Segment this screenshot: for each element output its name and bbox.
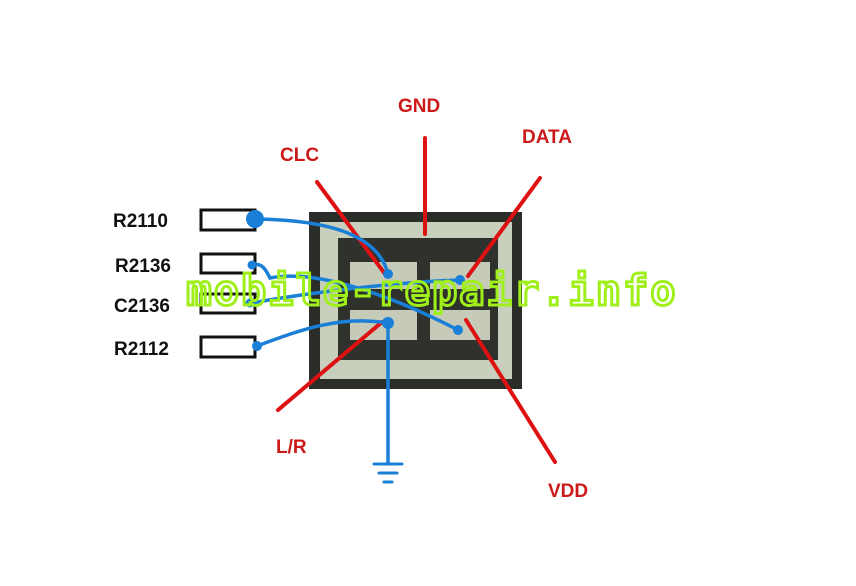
dot-r2112 (252, 341, 262, 351)
lr-label: L/R (276, 437, 307, 458)
dot-c2136 (245, 298, 255, 308)
clc-label: CLC (280, 145, 319, 166)
trace-dots (245, 210, 465, 351)
trace-c2136-data (250, 278, 462, 305)
data-label: DATA (522, 127, 572, 148)
chip-package (309, 212, 522, 389)
dot-r2110 (246, 210, 264, 228)
vdd-label: VDD (548, 481, 588, 502)
dot-data (455, 275, 465, 285)
r2112-pad (199, 335, 257, 359)
c2136-label: C2136 (114, 296, 170, 317)
dot-vdd (453, 325, 463, 335)
gnd-label: GND (398, 96, 440, 117)
trace-r2136-vdd (250, 262, 460, 332)
ground-icon (372, 462, 404, 484)
dot-lr (382, 317, 394, 329)
r2112-label: R2112 (114, 339, 169, 360)
r2110-label: R2110 (113, 211, 168, 232)
pad-bottom-right (430, 310, 490, 340)
trace-r2110-clc (253, 217, 390, 276)
dot-clc (383, 269, 393, 279)
watermark-text: mobile-repair.info (186, 266, 677, 315)
pin-pointers (276, 136, 557, 464)
lr-pointer (276, 320, 384, 412)
vdd-pointer (464, 318, 557, 464)
r2136-label: R2136 (115, 256, 171, 277)
traces (250, 217, 462, 464)
data-pointer (466, 176, 542, 278)
dot-r2136 (247, 260, 257, 270)
clc-pointer (315, 180, 387, 276)
trace-r2112-lr (255, 319, 390, 348)
